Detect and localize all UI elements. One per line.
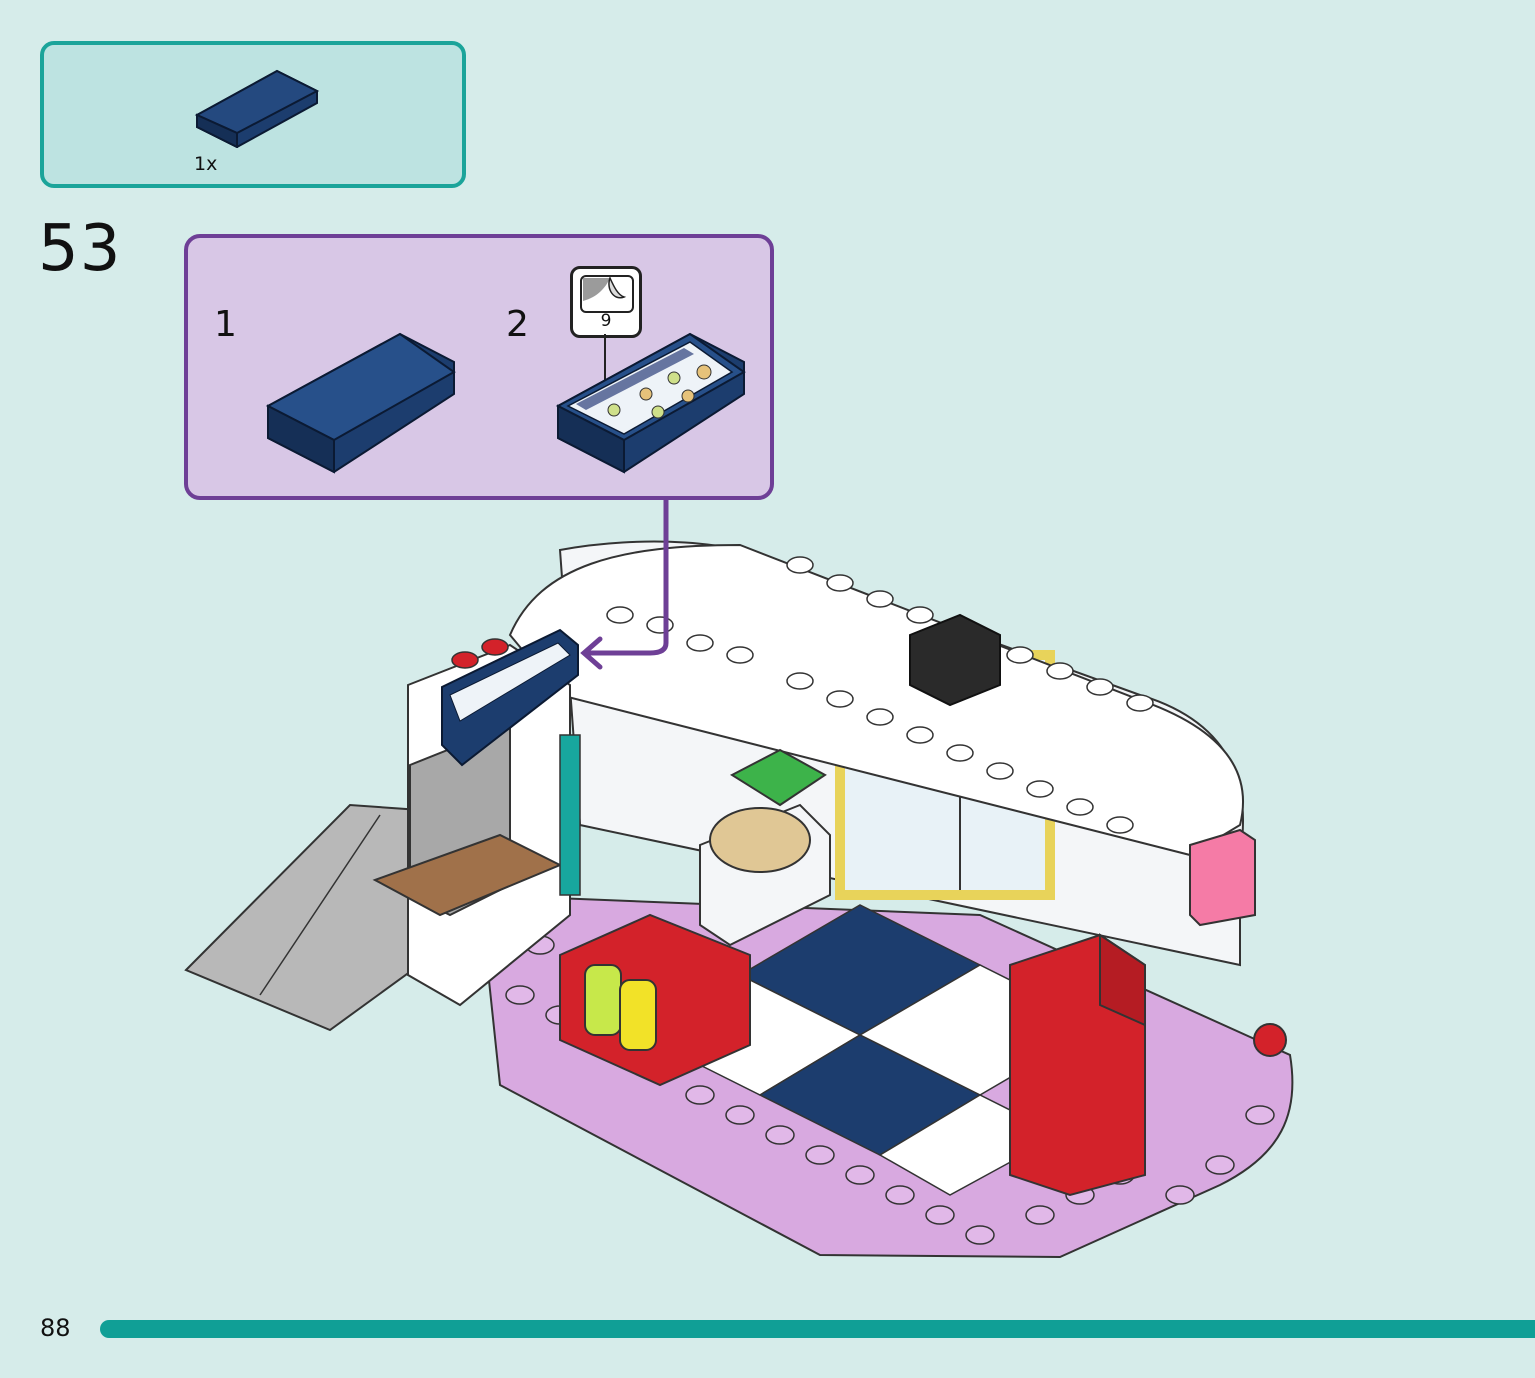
- curved-slope-brick-icon: [194, 69, 320, 148]
- step-number: 53: [38, 212, 122, 286]
- sign-100: [729, 748, 827, 807]
- pink-brick: [1189, 828, 1256, 927]
- grey-ramp: [184, 803, 442, 1032]
- sticker-number: 9: [600, 311, 612, 331]
- red-studs: [451, 638, 509, 669]
- sticker-badge: 9: [570, 266, 642, 338]
- progress-bar: [100, 1320, 1535, 1338]
- sticker-icon: [580, 275, 634, 313]
- bread: [709, 807, 811, 873]
- callout-arrow: [586, 500, 669, 656]
- teal-strip: [559, 734, 581, 896]
- substep-box: 1 2 9: [184, 234, 774, 500]
- menu-sticker-brick-icon: [555, 332, 746, 474]
- model-illustration: [184, 500, 1294, 1259]
- part-quantity: 1x: [194, 153, 218, 175]
- yellow-can: [619, 979, 657, 1051]
- parts-list-box: 1x: [40, 41, 466, 188]
- curved-slope-brick-icon: [265, 332, 456, 474]
- page-number: 88: [40, 1314, 71, 1342]
- substep-number-2: 2: [506, 304, 529, 345]
- black-brick: [909, 613, 1001, 707]
- substep-number-1: 1: [214, 304, 237, 345]
- green-can: [584, 964, 622, 1036]
- rose-decoration: [1253, 1023, 1287, 1057]
